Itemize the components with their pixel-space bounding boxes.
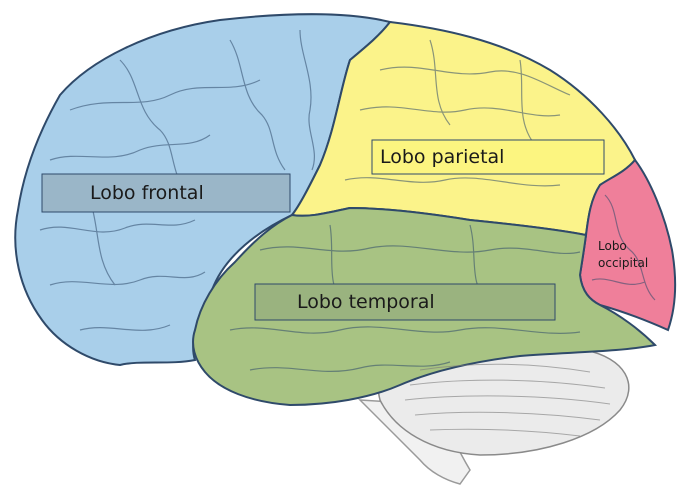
occipital-label-line-1: Lobo <box>598 238 660 255</box>
occipital-label-line-2: occipital <box>598 255 660 272</box>
occipital-lobe-label: Lobo occipital <box>598 238 660 272</box>
parietal-lobe-label: Lobo parietal <box>372 140 604 174</box>
temporal-lobe-label: Lobo temporal <box>255 284 555 320</box>
frontal-lobe-label: Lobo frontal <box>42 174 290 212</box>
